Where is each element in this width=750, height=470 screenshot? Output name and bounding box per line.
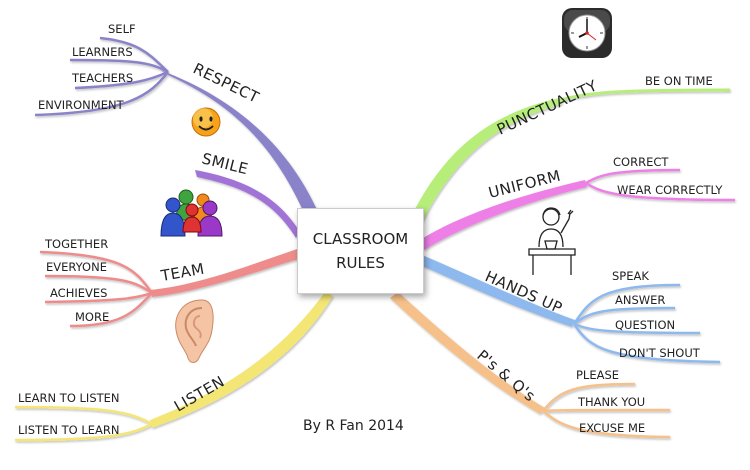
branch-listen: [15, 292, 333, 440]
central-topic: CLASSROOM RULES: [297, 208, 424, 294]
raised-hand-student-icon: [529, 208, 575, 275]
ps-qs-leaf-thank-you: THANK YOU: [577, 395, 645, 409]
punctuality-leaf-be-on-time: BE ON TIME: [645, 74, 713, 88]
hands-up-leaf-speak: SPEAK: [612, 269, 649, 283]
hands-up-trunk: [420, 255, 575, 327]
branch-punctuality: [412, 90, 730, 222]
uniform-leaf-correct: CORRECT: [613, 155, 669, 169]
ear-icon: [176, 300, 213, 363]
team-leaf-together: TOGETHER: [44, 237, 108, 251]
hands-up-leaf-answer: ANSWER: [615, 293, 665, 307]
respect-leaf-learners: LEARNERS: [72, 45, 133, 59]
ps-qs-leaf-please: PLEASE: [576, 368, 619, 382]
clock-icon: [562, 8, 612, 58]
branch-ps-qs: [390, 292, 670, 437]
respect-label: RESPECT: [190, 59, 262, 106]
team-leaf-achieves: ACHIEVES: [50, 286, 107, 300]
hands-up-leaf-question: QUESTION: [615, 318, 675, 332]
smiley-face-icon: [192, 108, 220, 136]
respect-leaf-self: SELF: [108, 22, 136, 36]
branch-uniform: [420, 170, 735, 250]
central-topic-line1: CLASSROOM: [313, 227, 408, 251]
team-leaf-everyone: EVERYONE: [46, 260, 107, 274]
central-topic-line2: RULES: [336, 251, 385, 275]
group-of-people-icon: [161, 190, 222, 236]
listen-leaf-learn-to-listen: LEARN TO LISTEN: [18, 391, 120, 405]
team-leaf-more: MORE: [75, 310, 109, 324]
listen-leaf-listen-to-learn: LISTEN TO LEARN: [18, 423, 120, 437]
branch-respect: [35, 38, 318, 215]
uniform-leaf-wear-correctly: WEAR CORRECTLY: [617, 183, 723, 197]
author-credit: By R Fan 2014: [303, 418, 404, 434]
ps-qs-leaf-excuse-me: EXCUSE ME: [579, 421, 645, 435]
respect-leaf-teachers: TEACHERS: [71, 71, 133, 85]
hands-up-leaf-dont-shout: DON'T SHOUT: [619, 346, 701, 360]
punctuality-label: PUNCTUALITY: [494, 76, 600, 138]
respect-leaf-environment: ENVIRONMENT: [38, 98, 125, 112]
